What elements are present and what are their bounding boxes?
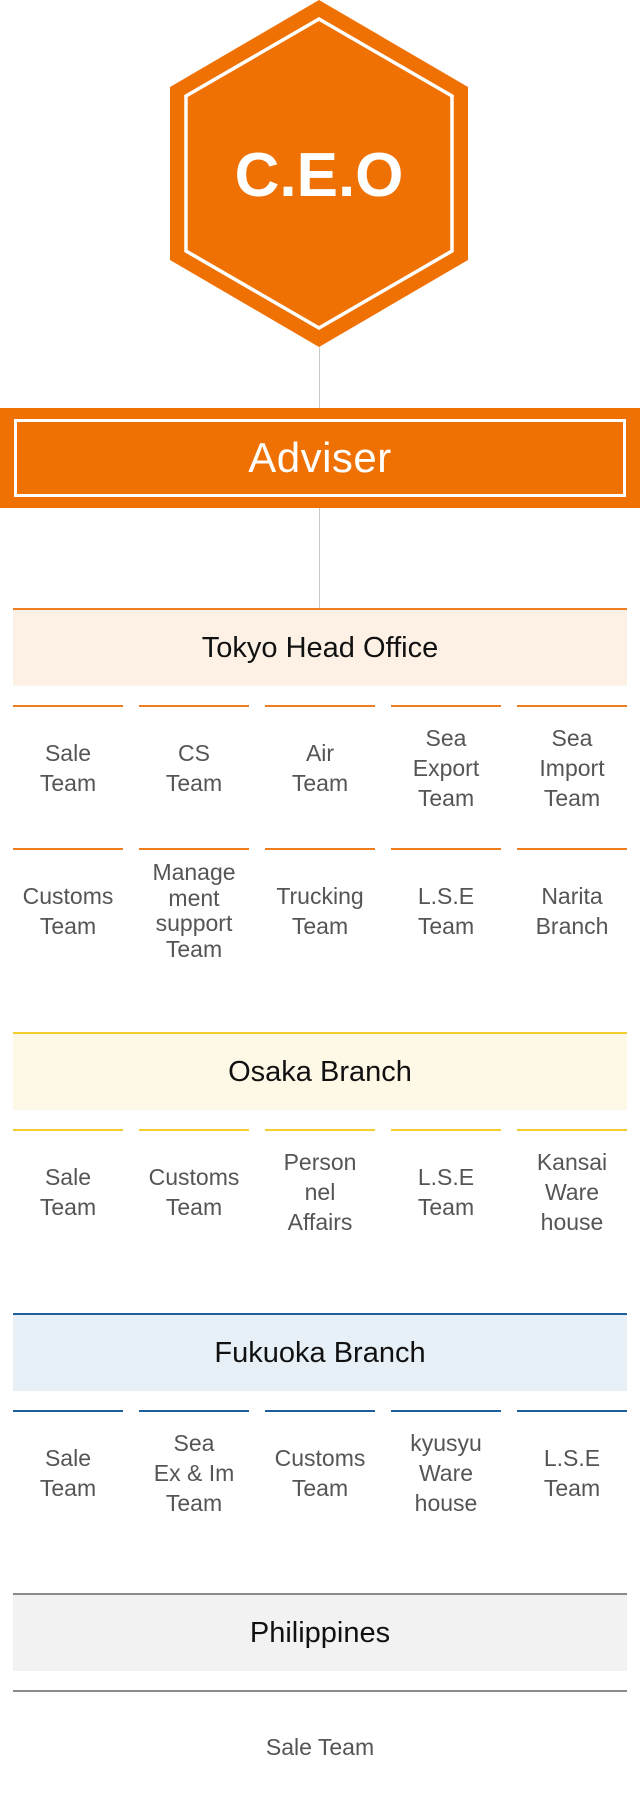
philippines-team-sale: Sale Team bbox=[265, 1734, 375, 1760]
tokyo-team-trucking: Trucking Team bbox=[265, 848, 375, 972]
osaka-team-sale: Sale Team bbox=[13, 1129, 123, 1253]
osaka-team-lse: L.S.E Team bbox=[391, 1129, 501, 1253]
tokyo-team-management-support: Manage ment support Team bbox=[139, 848, 249, 972]
tokyo-team-cs: CS Team bbox=[139, 705, 249, 829]
tokyo-team-customs: Customs Team bbox=[13, 848, 123, 972]
fukuoka-team-customs: Customs Team bbox=[265, 1410, 375, 1534]
tokyo-section: Tokyo Head Office Sale Team CS Team Air … bbox=[13, 608, 627, 972]
fukuoka-kyusyu-warehouse: kyusyu Ware house bbox=[391, 1410, 501, 1534]
philippines-section: Philippines Sale Team bbox=[13, 1593, 627, 1761]
tokyo-header: Tokyo Head Office bbox=[13, 608, 627, 686]
fukuoka-header: Fukuoka Branch bbox=[13, 1313, 627, 1391]
tokyo-team-air: Air Team bbox=[265, 705, 375, 829]
fukuoka-section: Fukuoka Branch Sale Team Sea Ex & Im Tea… bbox=[13, 1313, 627, 1534]
ceo-label: C.E.O bbox=[235, 141, 404, 210]
philippines-divider bbox=[13, 1690, 627, 1692]
tokyo-team-sea-import: Sea Import Team bbox=[517, 705, 627, 829]
tokyo-team-sea-export: Sea Export Team bbox=[391, 705, 501, 829]
osaka-section: Osaka Branch Sale Team Customs Team Pers… bbox=[13, 1032, 627, 1253]
fukuoka-team-lse: L.S.E Team bbox=[517, 1410, 627, 1534]
adviser-tokyo-connector bbox=[319, 508, 320, 608]
ceo-hexagon-icon: C.E.O bbox=[170, 0, 468, 347]
fukuoka-team-sale: Sale Team bbox=[13, 1410, 123, 1534]
osaka-header: Osaka Branch bbox=[13, 1032, 627, 1110]
fukuoka-team-grid: Sale Team Sea Ex & Im Team Customs Team … bbox=[13, 1410, 627, 1534]
osaka-team-customs: Customs Team bbox=[139, 1129, 249, 1253]
philippines-header: Philippines bbox=[13, 1593, 627, 1671]
tokyo-team-grid: Sale Team CS Team Air Team Sea Export Te… bbox=[13, 705, 627, 972]
tokyo-team-sale: Sale Team bbox=[13, 705, 123, 829]
osaka-team-grid: Sale Team Customs Team Person nel Affair… bbox=[13, 1129, 627, 1253]
osaka-kansai-warehouse: Kansai Ware house bbox=[517, 1129, 627, 1253]
tokyo-narita-branch: Narita Branch bbox=[517, 848, 627, 972]
osaka-team-personnel-affairs: Person nel Affairs bbox=[265, 1129, 375, 1253]
adviser-node: Adviser bbox=[0, 408, 640, 508]
ceo-adviser-connector bbox=[319, 347, 320, 408]
ceo-hexagon-border bbox=[184, 16, 454, 331]
tokyo-team-lse: L.S.E Team bbox=[391, 848, 501, 972]
ceo-node: C.E.O bbox=[0, 0, 640, 350]
fukuoka-team-sea-ex-im: Sea Ex & Im Team bbox=[139, 1410, 249, 1534]
ceo-hexagon-outer bbox=[170, 0, 468, 347]
adviser-label: Adviser bbox=[14, 419, 626, 497]
